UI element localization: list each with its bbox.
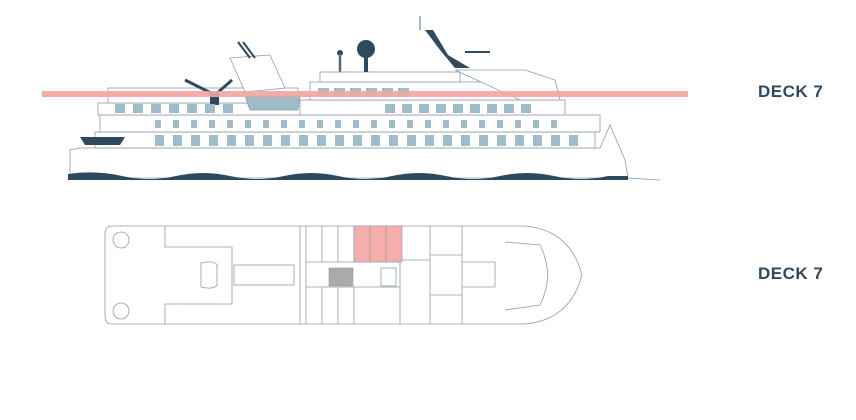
window bbox=[353, 120, 359, 128]
window bbox=[461, 135, 470, 146]
window bbox=[209, 120, 215, 128]
window bbox=[443, 120, 449, 128]
window bbox=[371, 120, 377, 128]
window bbox=[223, 104, 233, 113]
window bbox=[569, 135, 578, 146]
window bbox=[402, 104, 412, 113]
window bbox=[497, 135, 506, 146]
window bbox=[389, 120, 395, 128]
window bbox=[173, 120, 179, 128]
window bbox=[299, 120, 305, 128]
window bbox=[115, 104, 125, 113]
radome bbox=[357, 40, 375, 58]
window bbox=[335, 135, 344, 146]
window bbox=[515, 135, 524, 146]
window bbox=[551, 120, 557, 128]
window bbox=[299, 135, 308, 146]
window bbox=[227, 135, 236, 146]
cabin-highlight bbox=[385, 225, 403, 263]
window bbox=[173, 135, 182, 146]
window bbox=[436, 104, 446, 113]
window bbox=[169, 104, 179, 113]
window bbox=[191, 120, 197, 128]
window bbox=[371, 135, 380, 146]
window bbox=[245, 120, 251, 128]
window bbox=[317, 120, 323, 128]
window bbox=[317, 135, 326, 146]
window bbox=[515, 120, 521, 128]
window bbox=[281, 120, 287, 128]
window bbox=[443, 135, 452, 146]
window bbox=[263, 135, 272, 146]
hull-outline bbox=[69, 123, 629, 179]
window bbox=[353, 135, 362, 146]
window bbox=[335, 120, 341, 128]
window bbox=[461, 120, 467, 128]
waterline-waves bbox=[68, 172, 628, 180]
window bbox=[385, 104, 395, 113]
window bbox=[533, 135, 542, 146]
window bbox=[191, 135, 200, 146]
ship-profile bbox=[68, 16, 661, 181]
funnel bbox=[229, 54, 286, 93]
window bbox=[209, 135, 218, 146]
window bbox=[487, 104, 497, 113]
window bbox=[187, 104, 197, 113]
window bbox=[389, 135, 398, 146]
window bbox=[227, 120, 233, 128]
window bbox=[453, 104, 463, 113]
lifeboat bbox=[244, 95, 301, 111]
window bbox=[263, 120, 269, 128]
window bbox=[407, 135, 416, 146]
window bbox=[205, 104, 215, 113]
window bbox=[504, 104, 514, 113]
cabin-highlight bbox=[353, 225, 371, 263]
main-mast bbox=[425, 30, 470, 68]
profile-windows bbox=[115, 88, 578, 146]
highlighted-cabins bbox=[353, 225, 403, 263]
window bbox=[533, 120, 539, 128]
window bbox=[155, 135, 164, 146]
window bbox=[425, 120, 431, 128]
elevator-area bbox=[328, 267, 354, 287]
window bbox=[155, 120, 161, 128]
cabin-highlight bbox=[369, 225, 387, 263]
window bbox=[419, 104, 429, 113]
window bbox=[479, 135, 488, 146]
window bbox=[245, 135, 254, 146]
window bbox=[407, 120, 413, 128]
window bbox=[479, 120, 485, 128]
window bbox=[470, 104, 480, 113]
window bbox=[133, 104, 143, 113]
deck-label-plan: DECK 7 bbox=[758, 264, 824, 283]
window bbox=[521, 104, 531, 113]
window bbox=[551, 135, 560, 146]
window bbox=[151, 104, 161, 113]
deck-label-profile: DECK 7 bbox=[758, 82, 824, 101]
window bbox=[425, 135, 434, 146]
window bbox=[281, 135, 290, 146]
window bbox=[497, 120, 503, 128]
